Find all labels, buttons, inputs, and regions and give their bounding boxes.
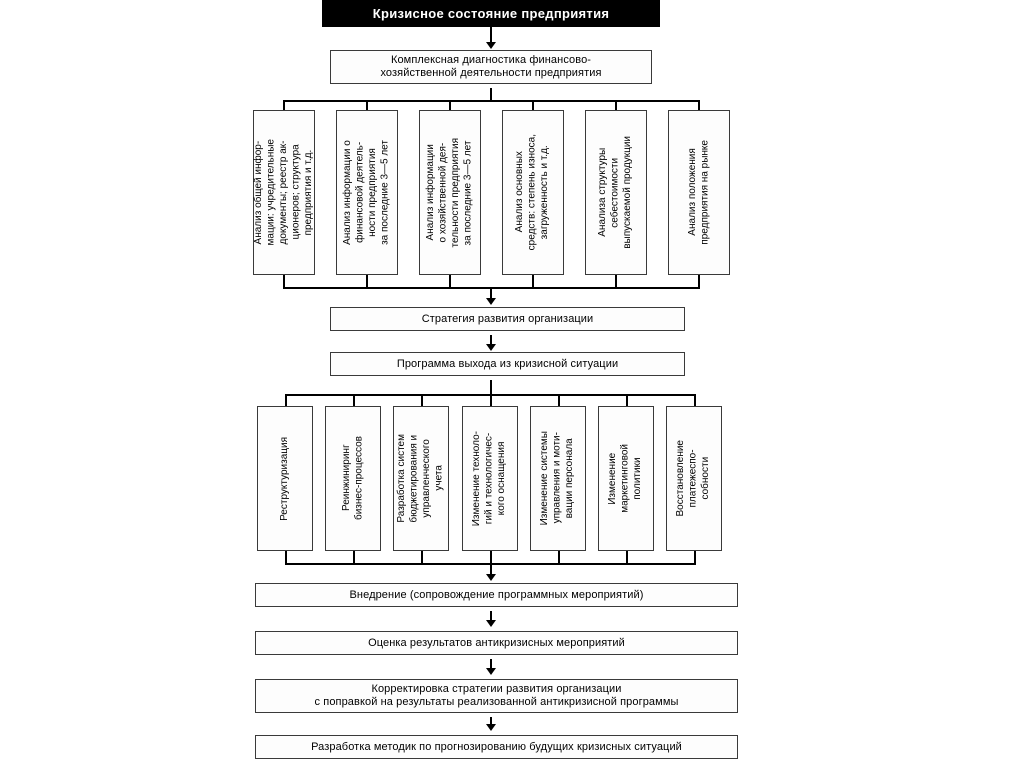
rise-measure-3 (421, 551, 423, 563)
rise-analysis-2 (366, 275, 368, 287)
drop-analysis-4 (532, 100, 534, 110)
rise-measure-6 (626, 551, 628, 563)
rise-analysis-5 (615, 275, 617, 287)
drop-measure-5 (558, 394, 560, 406)
node-analysis-1-label: Анализ общей инфор- мации: учредительные… (252, 139, 314, 246)
node-crisis-state-label: Кризисное состояние предприятия (372, 6, 610, 21)
connector-strategy-to-program (490, 335, 492, 347)
drop-analysis-3 (449, 100, 451, 110)
node-methods-label: Разработка методик по прогнозированию бу… (311, 740, 682, 753)
arrow-strategy-to-program (486, 344, 496, 351)
connector-measures-to-implementation (490, 563, 492, 577)
node-correction: Корректировка стратегии развития организ… (255, 679, 741, 716)
node-implementation: Внедрение (сопровождение программных мер… (255, 583, 741, 610)
node-evaluation: Оценка результатов антикризисных меропри… (255, 631, 741, 658)
node-measure-7-label: Восстановление платежеспо- собности (675, 440, 712, 517)
drop-measure-4 (490, 394, 492, 406)
node-methods: Разработка методик по прогнозированию бу… (255, 735, 741, 762)
distribution-bar-analysis-top (283, 100, 698, 102)
drop-measure-7 (694, 394, 696, 406)
rise-measure-5 (558, 551, 560, 563)
node-program-label: Программа выхода из кризисной ситуации (396, 357, 619, 370)
connector-implementation-to-evaluation (490, 611, 492, 623)
node-analysis-5-label: Анализа структуры себестоимости выпускае… (597, 136, 634, 249)
node-measure-6: Изменение маркетинговой политики (598, 406, 657, 554)
node-analysis-2: Анализ информации о финансовой деятель- … (336, 110, 401, 278)
node-measure-4: Изменение техноло- гий и технологичес- к… (462, 406, 521, 554)
arrow-measures-to-implementation (486, 574, 496, 581)
connector-diagnostics-down (490, 88, 492, 100)
connector-program-down (490, 380, 492, 394)
node-analysis-4-label: Анализ основных средств: степень износа,… (514, 134, 551, 251)
node-analysis-2-label: Анализ информации о финансовой деятель- … (342, 140, 391, 245)
drop-measure-1 (285, 394, 287, 406)
node-measure-3: Разработка систем бюджетирования и управ… (393, 406, 452, 554)
arrow-title-to-diagnostics (486, 42, 496, 49)
node-analysis-5: Анализа структуры себестоимости выпускае… (585, 110, 650, 278)
node-measure-5-label: Изменение системы управления и моти- вац… (539, 431, 576, 526)
arrow-evaluation-to-correction (486, 668, 496, 675)
node-measure-4-label: Изменение техноло- гий и технологичес- к… (471, 430, 508, 527)
node-implementation-label: Внедрение (сопровождение программных мер… (349, 588, 644, 601)
node-analysis-4: Анализ основных средств: степень износа,… (502, 110, 567, 278)
connector-title-to-diagnostics (490, 27, 492, 45)
rise-analysis-1 (283, 275, 285, 287)
rise-measure-2 (353, 551, 355, 563)
node-measure-2-label: Реинжиниринг бизнес-процессов (340, 436, 365, 521)
node-program: Программа выхода из кризисной ситуации (330, 352, 688, 379)
rise-analysis-4 (532, 275, 534, 287)
rise-analysis-6 (698, 275, 700, 287)
rise-analysis-3 (449, 275, 451, 287)
node-strategy-label: Стратегия развития организации (421, 312, 594, 325)
connector-evaluation-to-correction (490, 659, 492, 671)
arrow-analysis-to-strategy (486, 298, 496, 305)
drop-measure-2 (353, 394, 355, 406)
node-analysis-3-label: Анализ информации о хозяйственной дея- т… (425, 137, 474, 248)
node-analysis-6-label: Анализ положения предприятия на рынке (686, 140, 711, 245)
node-correction-label: Корректировка стратегии развития организ… (314, 683, 679, 708)
node-complex-diagnostics-label: Комплексная диагностика финансово- хозяй… (380, 54, 602, 79)
arrow-correction-to-methods (486, 724, 496, 731)
node-measure-6-label: Изменение маркетинговой политики (607, 444, 644, 513)
connector-analysis-to-strategy (490, 287, 492, 301)
node-measure-3-label: Разработка систем бюджетирования и управ… (396, 434, 445, 523)
node-analysis-3: Анализ информации о хозяйственной дея- т… (419, 110, 484, 278)
node-evaluation-label: Оценка результатов антикризисных меропри… (368, 636, 625, 649)
drop-analysis-6 (698, 100, 700, 110)
rise-measure-7 (694, 551, 696, 563)
drop-analysis-1 (283, 100, 285, 110)
rise-measure-4 (490, 551, 492, 563)
arrow-implementation-to-evaluation (486, 620, 496, 627)
node-analysis-1: Анализ общей инфор- мации: учредительные… (252, 110, 318, 278)
node-measure-1: Реструктуризация (257, 406, 316, 554)
drop-measure-3 (421, 394, 423, 406)
drop-analysis-5 (615, 100, 617, 110)
connector-correction-to-methods (490, 717, 492, 727)
node-complex-diagnostics: Комплексная диагностика финансово- хозяй… (330, 50, 655, 87)
node-strategy: Стратегия развития организации (330, 307, 688, 334)
node-crisis-state: Кризисное состояние предприятия (322, 0, 660, 27)
node-measure-2: Реинжиниринг бизнес-процессов (325, 406, 384, 554)
node-analysis-6: Анализ положения предприятия на рынке (668, 110, 733, 278)
node-measure-7: Восстановление платежеспо- собности (666, 406, 725, 554)
drop-analysis-2 (366, 100, 368, 110)
drop-measure-6 (626, 394, 628, 406)
node-measure-1-label: Реструктуризация (278, 436, 290, 521)
rise-measure-1 (285, 551, 287, 563)
node-measure-5: Изменение системы управления и моти- вац… (530, 406, 589, 554)
